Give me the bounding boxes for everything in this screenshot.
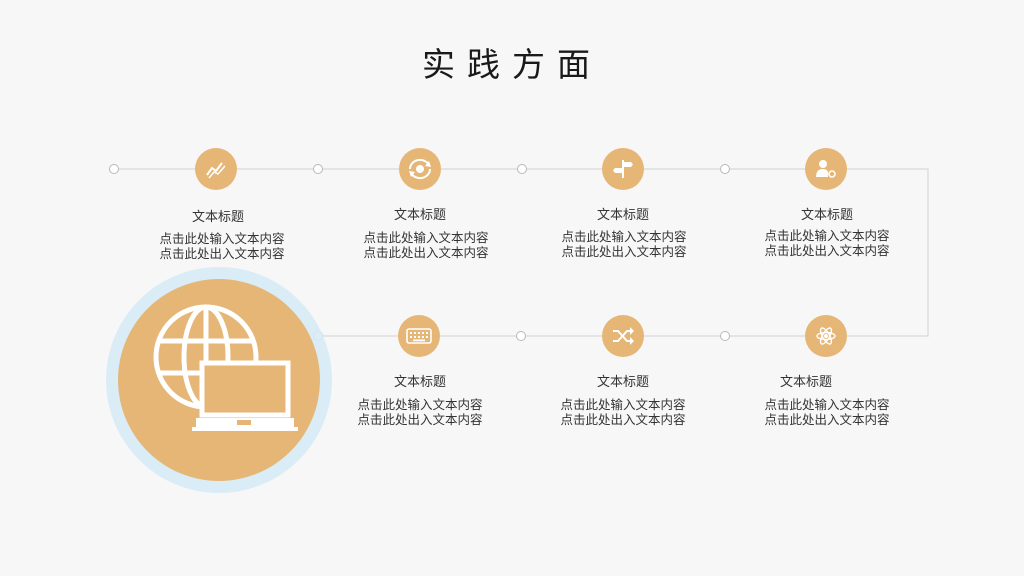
step-4-icon-badge (805, 148, 847, 190)
step-1-text: 点击此处输入文本内容 点击此处出入文本内容 (132, 231, 312, 261)
step-5-line1: 点击此处输入文本内容 (357, 397, 483, 412)
step-3-line1: 点击此处输入文本内容 (561, 229, 687, 244)
step-5-line2: 点击此处出入文本内容 (357, 412, 483, 427)
step-4-line2: 点击此处出入文本内容 (764, 243, 890, 258)
step-1-line1: 点击此处输入文本内容 (159, 231, 285, 246)
eye-cycle-icon (408, 158, 432, 180)
step-2-text: 点击此处输入文本内容 点击此处出入文本内容 (336, 230, 516, 260)
shuffle-icon (613, 327, 634, 345)
step-7-line1: 点击此处输入文本内容 (764, 397, 890, 412)
step-6-title: 文本标题 (596, 375, 649, 390)
step-5-title: 文本标题 (393, 375, 446, 390)
step-3-line2: 点击此处出入文本内容 (561, 244, 687, 259)
timeline-dot (109, 164, 119, 174)
step-1-icon-badge (195, 148, 237, 190)
step-2-line2: 点击此处出入文本内容 (363, 245, 489, 260)
step-6-icon-badge (602, 315, 644, 357)
step-5-text: 点击此处输入文本内容 点击此处出入文本内容 (330, 397, 510, 427)
timeline-dot (517, 164, 527, 174)
step-2-title: 文本标题 (393, 208, 446, 223)
step-4-text: 点击此处输入文本内容 点击此处出入文本内容 (737, 228, 917, 258)
step-3-title: 文本标题 (596, 208, 649, 223)
step-2-icon-badge (399, 148, 441, 190)
step-7-title: 文本标题 (779, 375, 832, 390)
timeline-dot (720, 164, 730, 174)
timeline-dot (516, 331, 526, 341)
step-4-title: 文本标题 (800, 208, 853, 223)
step-4-line1: 点击此处输入文本内容 (764, 228, 890, 243)
timeline-dot (313, 164, 323, 174)
step-2-line1: 点击此处输入文本内容 (363, 230, 489, 245)
step-7-icon-badge (805, 315, 847, 357)
step-3-icon-badge (602, 148, 644, 190)
step-1-title: 文本标题 (191, 210, 244, 225)
signpost-icon (613, 160, 633, 178)
page-title: 实践方面 (422, 45, 602, 84)
step-1-line2: 点击此处出入文本内容 (159, 246, 285, 261)
step-3-text: 点击此处输入文本内容 点击此处出入文本内容 (534, 229, 714, 259)
step-7-text: 点击此处输入文本内容 点击此处出入文本内容 (737, 397, 917, 427)
chart-trend-icon (206, 162, 226, 179)
hero-circle (118, 279, 320, 481)
step-5-icon-badge (398, 315, 440, 357)
keyboard-icon (406, 328, 432, 344)
user-settings-icon (816, 160, 836, 178)
step-6-line2: 点击此处出入文本内容 (560, 412, 686, 427)
globe-laptop-icon (153, 304, 298, 431)
step-6-line1: 点击此处输入文本内容 (560, 397, 686, 412)
atom-icon (816, 327, 836, 345)
step-6-text: 点击此处输入文本内容 点击此处出入文本内容 (533, 397, 713, 427)
timeline-dot (720, 331, 730, 341)
step-7-line2: 点击此处出入文本内容 (764, 412, 890, 427)
